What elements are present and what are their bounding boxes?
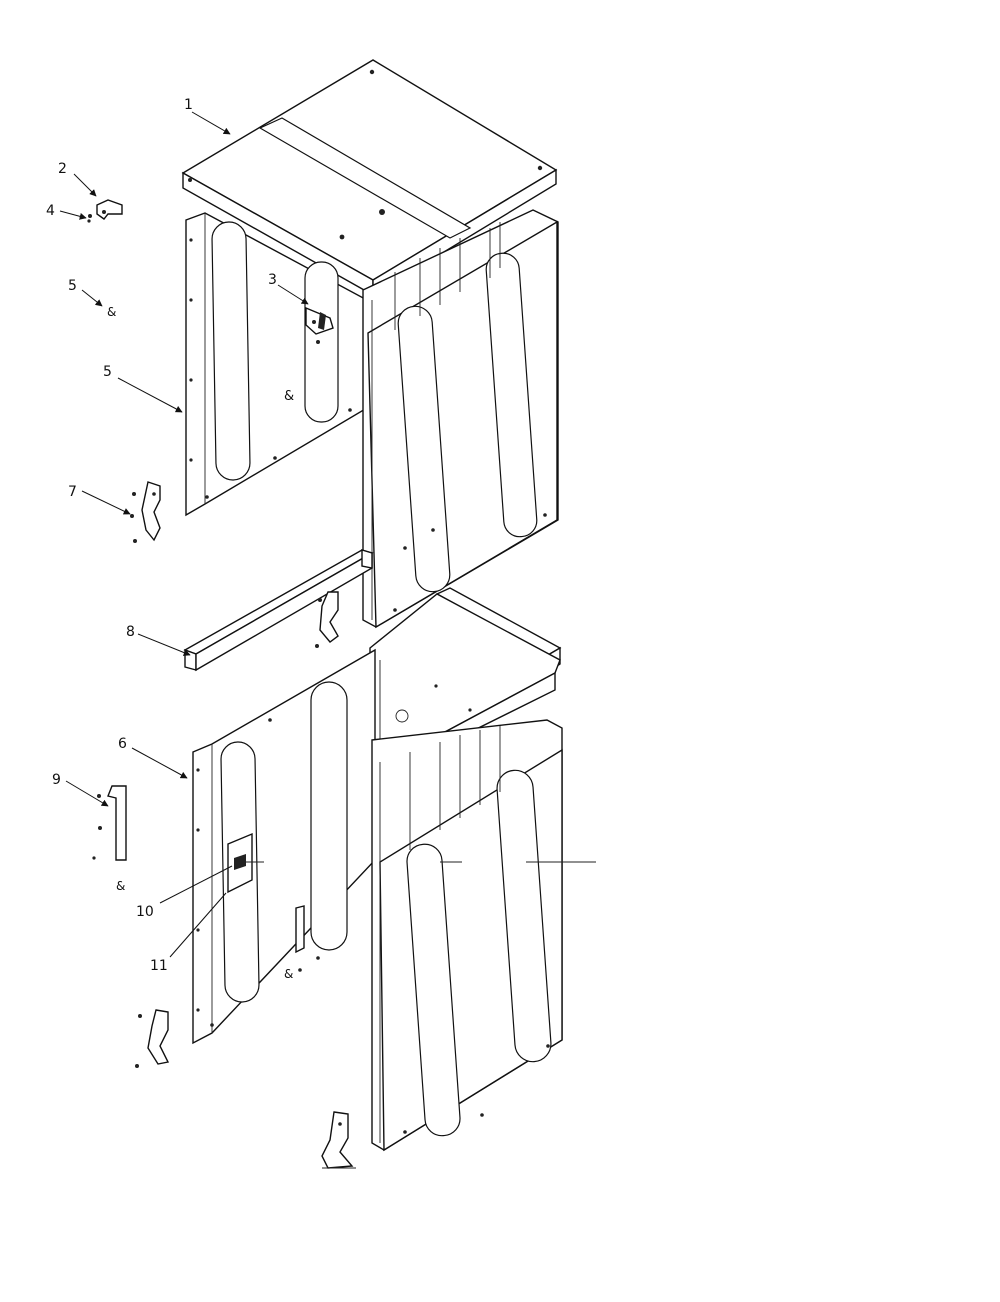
leader-5a — [81, 289, 103, 307]
bracket-9: & — [92, 785, 127, 893]
leader-7 — [81, 490, 131, 515]
leader-4 — [59, 210, 87, 220]
leader-11 — [169, 892, 227, 958]
callout-7: 7 — [68, 484, 77, 500]
leader-10 — [159, 865, 233, 904]
cross-brace-8 — [183, 549, 562, 674]
callout-3: 3 — [268, 272, 277, 288]
upper-left-side-panel: & — [185, 212, 368, 517]
callout-5a: 5 — [68, 278, 77, 294]
leader-8 — [137, 633, 191, 656]
svg-text:&: & — [107, 305, 116, 319]
bracket-3 — [305, 306, 334, 344]
leader-3 — [277, 284, 309, 305]
callout-6: 6 — [118, 736, 127, 752]
leader-1 — [191, 111, 231, 135]
callout-10: 10 — [136, 904, 154, 920]
svg-text:&: & — [116, 879, 125, 893]
svg-text:&: & — [284, 389, 294, 404]
callout-5b: 5 — [103, 364, 112, 380]
callout-8: 8 — [126, 624, 135, 640]
lower-left-side-panel: & — [192, 648, 376, 1045]
hinge-2 — [87, 199, 123, 223]
leader-5b — [117, 377, 183, 413]
bracket-mid — [315, 591, 339, 648]
bracket-bottom — [321, 1111, 356, 1169]
leader-9 — [65, 780, 109, 807]
leader-2 — [73, 173, 97, 197]
callout-9: 9 — [52, 772, 61, 788]
upper-right-side-panel — [362, 209, 559, 629]
callout-2: 2 — [58, 161, 67, 177]
screw-5: & — [107, 305, 116, 319]
bracket-lower-left — [135, 1009, 170, 1068]
callout-4: 4 — [46, 203, 55, 219]
bracket-7 — [130, 481, 161, 543]
lower-right-side-panel — [371, 719, 563, 1152]
svg-text:&: & — [284, 967, 293, 981]
callout-1: 1 — [184, 97, 193, 113]
callout-11: 11 — [150, 958, 168, 974]
leader-6 — [131, 747, 188, 779]
